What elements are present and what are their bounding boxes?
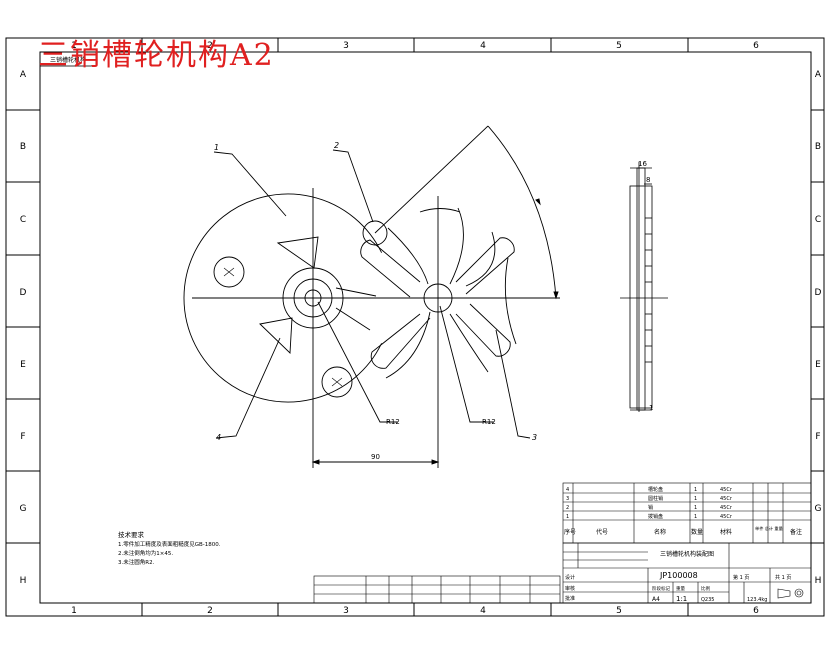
- titleblock-total: 共 1 页: [775, 574, 791, 581]
- bom-row-2-mat: 45Cr: [720, 496, 733, 502]
- col-label-bottom-2: 2: [207, 606, 213, 616]
- col-label-top-5: 5: [616, 41, 622, 51]
- titleblock-weight-label: 重量: [676, 585, 685, 592]
- bom-row-1-no: 4: [566, 487, 569, 493]
- row-label-F-right: F: [815, 432, 820, 442]
- side-label-top: 16: [638, 160, 647, 168]
- row-label-G: G: [20, 504, 27, 514]
- col-label-bottom-6: 6: [753, 606, 759, 616]
- titleblock-name: 三销槽轮机构装配图: [660, 550, 714, 558]
- side-view: [620, 162, 668, 412]
- row-label-H-right: H: [815, 576, 822, 586]
- label-radius-right: R12: [482, 418, 496, 426]
- titleblock-weight: 123.4kg: [747, 597, 767, 603]
- bom-row-3-mat: 45Cr: [720, 505, 733, 511]
- bom-header-mat: 材料: [720, 528, 732, 536]
- row-label-D-right: D: [815, 288, 822, 298]
- bom-row-1-mat: 45Cr: [720, 487, 733, 493]
- row-label-C: C: [20, 215, 26, 225]
- bom-row-4-no: 1: [566, 514, 569, 520]
- bom-row-2-no: 3: [566, 496, 569, 502]
- drawing-title: 三销槽轮机构A2: [38, 38, 275, 73]
- col-label-top-1: 1: [71, 41, 77, 51]
- bom-row-4-qty: 1: [694, 514, 697, 520]
- label-part-1: 1: [214, 143, 219, 152]
- col-label-top-4: 4: [480, 41, 486, 51]
- side-label-bottom: 1: [649, 404, 653, 412]
- bom-row-4-mat: 45Cr: [720, 514, 733, 520]
- col-label-bottom-1: 1: [71, 606, 77, 616]
- col-label-bottom-4: 4: [480, 606, 486, 616]
- row-label-B: B: [20, 142, 26, 152]
- col-label-bottom-5: 5: [616, 606, 622, 616]
- row-label-E: E: [20, 360, 26, 370]
- bom-row-1-qty: 1: [694, 487, 697, 493]
- titleblock-code: JP100008: [659, 571, 698, 580]
- row-label-A: A: [20, 70, 27, 80]
- tolerance-table: [313, 575, 561, 604]
- notes-line-3: 3.未注圆角R2.: [118, 558, 155, 566]
- label-part-4: 4: [216, 433, 221, 442]
- titleblock-scale-label: 比例: [701, 585, 710, 592]
- bom-header-no: 序号: [564, 528, 576, 536]
- bom-row-4-name: 拨销盘: [648, 513, 663, 520]
- row-label-A-right: A: [815, 70, 822, 80]
- titleblock-stage-label: 阶段标记: [652, 585, 670, 592]
- stamp-label: 三销槽轮机构: [50, 56, 86, 64]
- titleblock-approve-label: 批准: [565, 595, 575, 602]
- row-label-H: H: [20, 576, 27, 586]
- titleblock-sheet: 第 1 页: [733, 574, 749, 581]
- label-radius-left: R12: [386, 418, 400, 426]
- bom-header-code: 代号: [596, 528, 608, 536]
- col-label-top-2: 2: [207, 41, 213, 51]
- titleblock-scale: 1:1: [676, 595, 687, 603]
- bom-row-1-name: 槽轮盘: [648, 486, 663, 493]
- bom-row-2-name: 圆柱销: [648, 495, 663, 502]
- mechanism-front-view: [183, 125, 560, 468]
- row-label-B-right: B: [815, 142, 821, 152]
- label-part-2: 2: [334, 141, 339, 150]
- row-label-F: F: [20, 432, 25, 442]
- bom-row-3-qty: 1: [694, 505, 697, 511]
- titleblock-size: A4: [652, 596, 660, 603]
- notes-line-2: 2.未注倒角均为1×45.: [118, 549, 173, 557]
- row-label-G-right: G: [815, 504, 822, 514]
- side-label-small: 8: [646, 176, 650, 184]
- title-block: [562, 542, 812, 604]
- row-label-D: D: [20, 288, 27, 298]
- col-label-top-6: 6: [753, 41, 759, 51]
- label-part-3: 3: [532, 433, 537, 442]
- bom-header-remark: 备注: [790, 528, 802, 536]
- row-label-C-right: C: [815, 215, 821, 225]
- label-dimension-90: 90: [371, 453, 380, 461]
- bom-header-name: 名称: [654, 528, 666, 536]
- bom-header-weight: 单件 总计 重量: [755, 525, 783, 532]
- row-label-E-right: E: [815, 360, 821, 370]
- titleblock-design-label: 设计: [565, 574, 575, 581]
- bom-row-2-qty: 1: [694, 496, 697, 502]
- bom-row-3-no: 2: [566, 505, 569, 511]
- titleblock-mat: Q235: [701, 597, 714, 603]
- bom-table: [562, 482, 812, 544]
- col-label-bottom-3: 3: [343, 606, 349, 616]
- bom-row-3-name: 销: [648, 504, 653, 511]
- notes-heading: 技术要求: [118, 530, 145, 539]
- titleblock-check-label: 审核: [565, 585, 575, 592]
- col-label-top-3: 3: [343, 41, 349, 51]
- notes-line-1: 1.零件加工精度及表面粗糙度见GB-1800.: [118, 540, 221, 548]
- bom-header-qty: 数量: [691, 528, 703, 536]
